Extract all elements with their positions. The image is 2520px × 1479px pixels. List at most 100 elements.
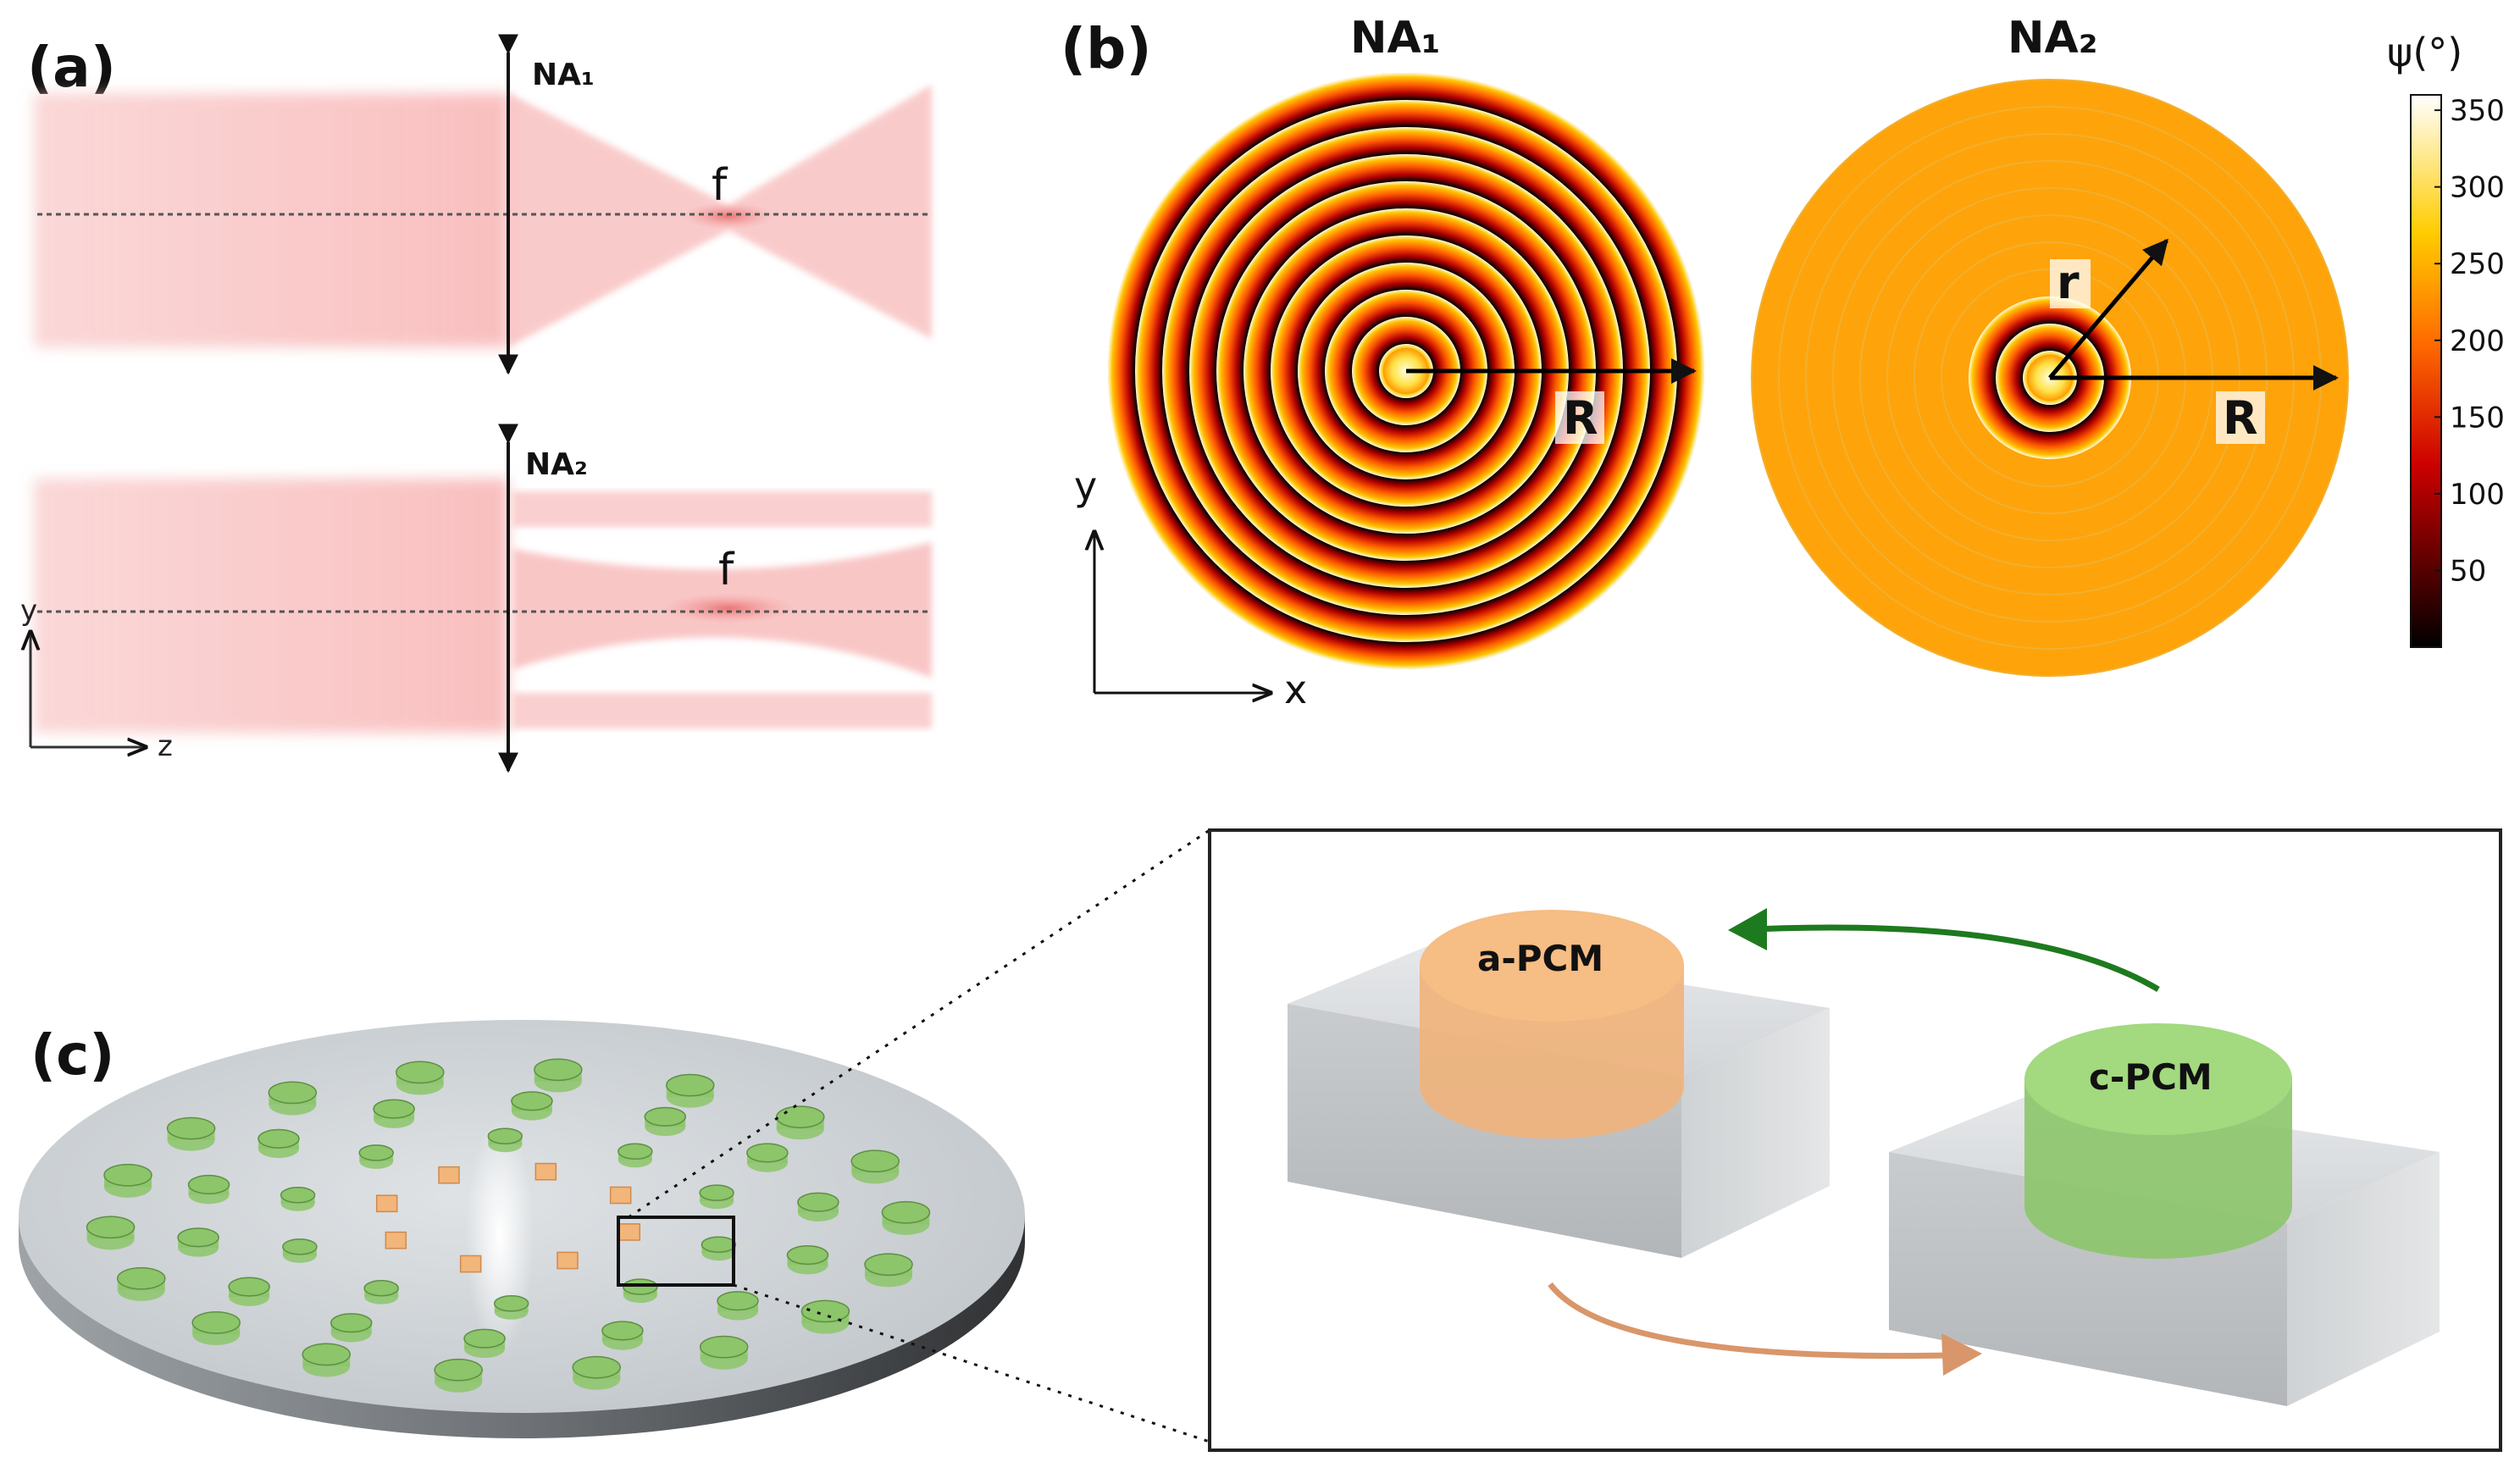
incident-beam-2 bbox=[34, 479, 508, 733]
pillar-top bbox=[487, 1127, 523, 1144]
c-pcm-label: c-PCM bbox=[2089, 1056, 2213, 1098]
outer-ring-beam-bottom bbox=[513, 693, 932, 728]
focus-label-2: f bbox=[718, 545, 735, 595]
focal-spot-c bbox=[466, 1118, 534, 1355]
pillar-top bbox=[463, 1328, 506, 1349]
pillar-top bbox=[117, 1266, 166, 1290]
panel-b: (b) NA₁ NA₂ R R r y x ψ(°) 3503002502001… bbox=[1061, 13, 2505, 712]
pillar-top bbox=[302, 1343, 351, 1366]
pillar-top bbox=[358, 1144, 394, 1161]
pillar-top bbox=[786, 1245, 829, 1266]
pillar-top bbox=[330, 1313, 373, 1333]
green-arrow bbox=[1734, 924, 2160, 993]
incident-beam-1 bbox=[34, 93, 508, 347]
pillar-top bbox=[280, 1187, 316, 1204]
pillar-amorphous bbox=[459, 1255, 482, 1273]
axis-z-label-a: z bbox=[158, 729, 173, 763]
focus-label-1: f bbox=[712, 160, 728, 211]
pillar-top bbox=[776, 1105, 825, 1128]
focal-spot-1 bbox=[682, 202, 775, 230]
radius-label-1-bg bbox=[1555, 391, 1604, 444]
panel-c: (c) a-PCM bbox=[19, 828, 2502, 1452]
pillar-top bbox=[493, 1295, 529, 1312]
pillar-top bbox=[228, 1277, 270, 1297]
inset-panel: a-PCM c-PCM bbox=[1208, 828, 2502, 1452]
pillar-top bbox=[797, 1192, 839, 1212]
colorbar-tick-label: 100 bbox=[2450, 478, 2505, 512]
na1-label: NA₁ bbox=[532, 58, 595, 92]
pillar-top bbox=[86, 1216, 136, 1239]
colorbar-tick-label: 200 bbox=[2450, 324, 2505, 358]
radius-label-2: R bbox=[2223, 391, 2258, 445]
pillar-amorphous bbox=[618, 1223, 641, 1241]
c-cell-right bbox=[2287, 1152, 2440, 1406]
orange-arrow bbox=[1548, 1282, 1949, 1360]
inner-radius-label-bg bbox=[2050, 259, 2091, 308]
pillar-amorphous bbox=[534, 1162, 557, 1181]
pillar-top bbox=[850, 1149, 900, 1173]
pillar-top bbox=[282, 1238, 318, 1255]
pillar-amorphous bbox=[557, 1251, 579, 1270]
crystalline-cell: c-PCM bbox=[1889, 1023, 2440, 1406]
pillar-array bbox=[86, 1058, 931, 1393]
phase-map-2-title: NA₂ bbox=[2008, 13, 2098, 64]
pillar-top bbox=[363, 1279, 399, 1297]
pillar-amorphous bbox=[375, 1194, 398, 1213]
axes-yz: y z bbox=[20, 594, 173, 763]
axis-y-label-a: y bbox=[20, 594, 37, 628]
colorbar-title: ψ(°) bbox=[2387, 30, 2462, 75]
pillar-top bbox=[434, 1358, 483, 1382]
pillar-top bbox=[666, 1073, 715, 1097]
axis-y-label-b: y bbox=[1074, 463, 1097, 509]
pillar-top bbox=[187, 1174, 230, 1194]
a-pcm-label: a-PCM bbox=[1477, 938, 1603, 979]
axes-xy: y x bbox=[1074, 463, 1307, 712]
pillar-top bbox=[623, 1278, 658, 1295]
na2-label: NA₂ bbox=[525, 447, 588, 482]
colorbar-tick-label: 350 bbox=[2450, 94, 2505, 128]
panel-a: (a) NA₁ f NA₂ f y z bbox=[20, 34, 932, 773]
pillar-top bbox=[166, 1116, 216, 1140]
outer-ring-beam-top bbox=[513, 491, 932, 527]
colorbar-tick-label: 50 bbox=[2450, 554, 2486, 588]
radius-label-1: R bbox=[1563, 391, 1598, 445]
pillar-top bbox=[258, 1128, 300, 1149]
radius-label-2-bg bbox=[2216, 391, 2265, 444]
a-pcm-top bbox=[1420, 910, 1684, 1022]
inner-radius-arrow bbox=[2048, 238, 2168, 379]
pillar-top bbox=[644, 1106, 687, 1127]
metasurface-disk bbox=[19, 1020, 1025, 1438]
c-pcm-top bbox=[2024, 1023, 2292, 1135]
pillar-top bbox=[601, 1321, 644, 1341]
axis-x-label-b: x bbox=[1284, 667, 1307, 712]
zoom-box bbox=[617, 1216, 735, 1287]
amorphous-cell: a-PCM bbox=[1288, 910, 1830, 1258]
pillar-top bbox=[864, 1253, 913, 1277]
pillar-top bbox=[881, 1200, 931, 1224]
pillar-top bbox=[534, 1058, 583, 1082]
pillar-top bbox=[699, 1184, 734, 1201]
phase-map-1-title: NA₁ bbox=[1350, 13, 1441, 64]
pillar-top bbox=[800, 1299, 850, 1323]
pillar-top bbox=[618, 1143, 653, 1160]
panel-c-label: (c) bbox=[30, 1022, 114, 1088]
pillar-top bbox=[699, 1335, 749, 1359]
focal-spot-2 bbox=[661, 593, 796, 623]
pillar-top bbox=[572, 1355, 621, 1379]
pillar-top bbox=[268, 1081, 318, 1105]
pillar-top bbox=[511, 1091, 553, 1111]
pillar-top bbox=[103, 1163, 152, 1187]
pillar-top bbox=[177, 1227, 219, 1248]
colorbar-tick-label: 300 bbox=[2450, 171, 2505, 205]
pillar-amorphous bbox=[385, 1231, 407, 1249]
pillar-amorphous bbox=[438, 1166, 460, 1184]
colorbar-gradient bbox=[2410, 94, 2442, 648]
inner-radius-label: r bbox=[2057, 256, 2080, 309]
beam-na1: NA₁ f bbox=[34, 34, 932, 375]
panel-a-label: (a) bbox=[27, 35, 116, 100]
colorbar-tick-label: 250 bbox=[2450, 247, 2505, 281]
pillar-top bbox=[717, 1291, 759, 1311]
